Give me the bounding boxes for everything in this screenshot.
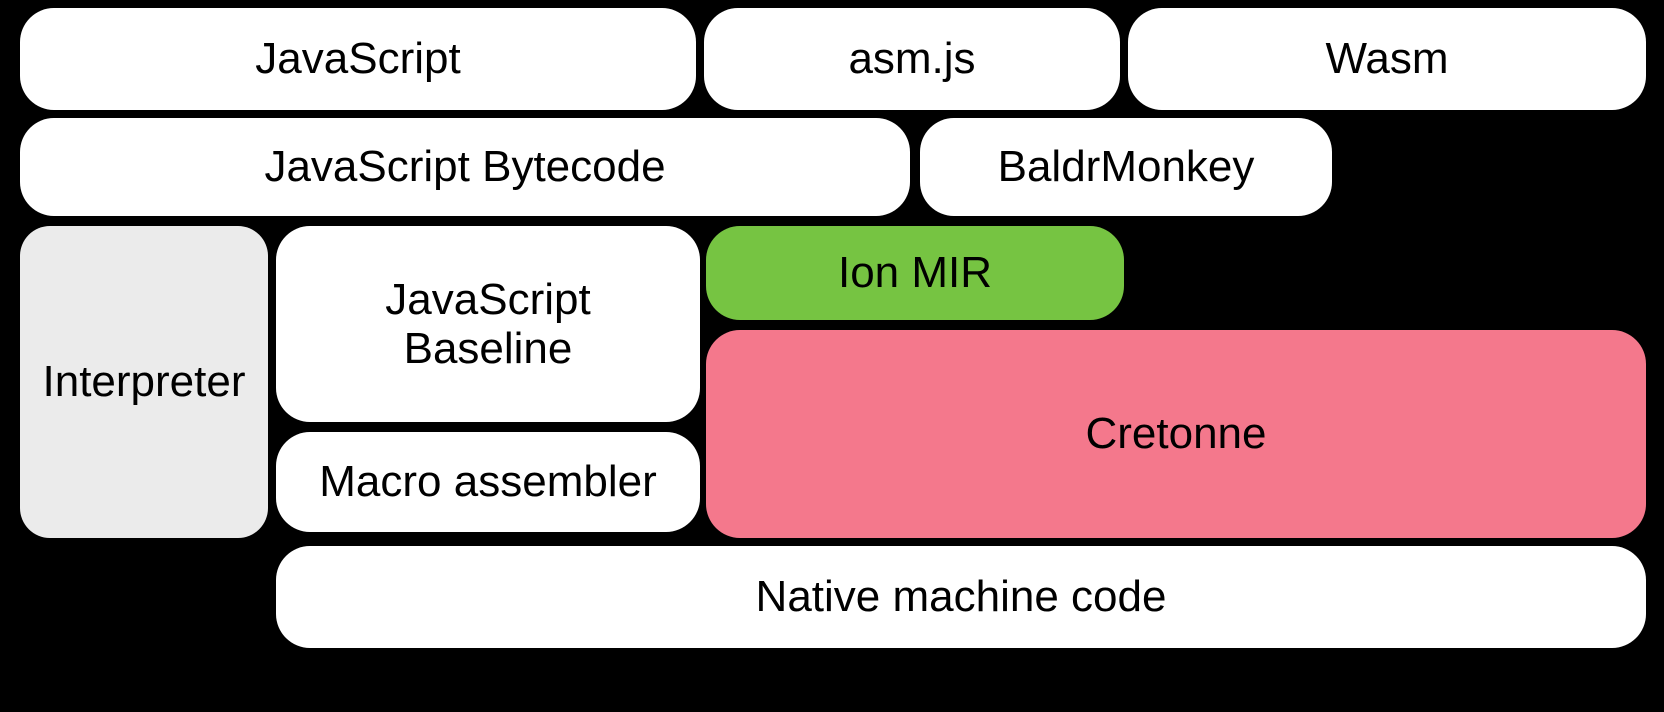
node-wasm[interactable]: Wasm — [1128, 8, 1646, 110]
node-ion-mir[interactable]: Ion MIR — [706, 226, 1124, 320]
node-cretonne[interactable]: Cretonne — [706, 330, 1646, 538]
node-javascript-baseline[interactable]: JavaScript Baseline — [276, 226, 700, 422]
node-javascript[interactable]: JavaScript — [20, 8, 696, 110]
node-asm-js[interactable]: asm.js — [704, 8, 1120, 110]
node-javascript-bytecode[interactable]: JavaScript Bytecode — [20, 118, 910, 216]
node-macro-assembler[interactable]: Macro assembler — [276, 432, 700, 532]
node-native-machine-code[interactable]: Native machine code — [276, 546, 1646, 648]
node-baldrmonkey[interactable]: BaldrMonkey — [920, 118, 1332, 216]
node-interpreter[interactable]: Interpreter — [20, 226, 268, 538]
